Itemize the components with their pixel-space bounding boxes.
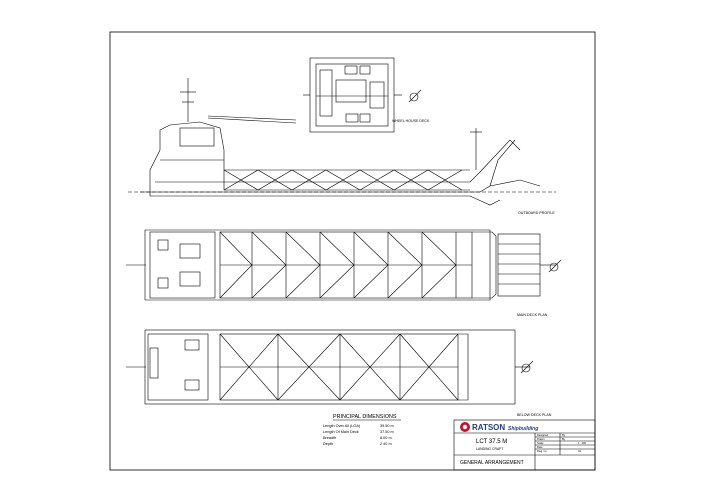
ratson-logo-icon xyxy=(460,422,470,432)
sheet-border xyxy=(109,31,596,471)
dim-value: 2.40 m xyxy=(380,442,392,446)
field-value: 01 xyxy=(578,449,581,453)
dimensions-table: Length Over All (LOA) 39.50 m Length Of … xyxy=(323,424,394,446)
field-label: Scale xyxy=(537,441,544,445)
below-deck-view xyxy=(126,329,530,405)
field-label: Designed xyxy=(537,433,549,437)
below-deck-label: BELOW DECK PLAN xyxy=(517,413,552,417)
north-arrow-icon xyxy=(408,89,422,103)
outboard-profile-label: OUTBOARD PROFILE xyxy=(518,211,555,215)
field-value: 1 : 100 xyxy=(578,441,586,445)
field-label: Drawn xyxy=(537,437,545,441)
wheel-house-label: WHEEL HOUSE DECK xyxy=(392,119,430,123)
field-value: By xyxy=(562,437,566,441)
dimensions-heading: PRINCIPAL DIMENSIONS xyxy=(333,414,397,420)
main-deck-label: MAIN DECK PLAN xyxy=(517,313,548,317)
outboard-profile-view xyxy=(128,78,556,206)
wheel-house-view xyxy=(303,57,402,133)
main-deck-view xyxy=(126,229,556,301)
brand-name: RATSON xyxy=(472,423,505,432)
field-value: By xyxy=(562,433,566,437)
dim-label: Length Of Main Deck xyxy=(323,430,359,434)
field-label: Dwg. no xyxy=(537,449,547,453)
dim-label: Depth xyxy=(323,442,333,446)
title-block xyxy=(453,419,596,471)
drawing-title: GENERAL ARRANGEMENT xyxy=(460,460,524,466)
title-fields: Designed By Drawn By Scale 1 : 100 Date … xyxy=(537,433,586,453)
dim-value: 39.50 m xyxy=(380,424,394,428)
dim-label: Length Over All (LOA) xyxy=(323,424,361,428)
brand-subtitle: Shipbuilding xyxy=(508,426,538,432)
field-label: Date xyxy=(537,445,543,449)
dim-value: 8.00 m xyxy=(380,436,392,440)
north-arrow-icon xyxy=(548,259,562,273)
dim-label: Breadth xyxy=(323,436,336,440)
vessel-type: LANDING CRAFT xyxy=(476,447,503,451)
north-arrow-icon xyxy=(520,360,534,374)
vessel-name: LCT 37.5 M xyxy=(476,439,507,445)
dim-value: 37.50 m xyxy=(380,430,394,434)
